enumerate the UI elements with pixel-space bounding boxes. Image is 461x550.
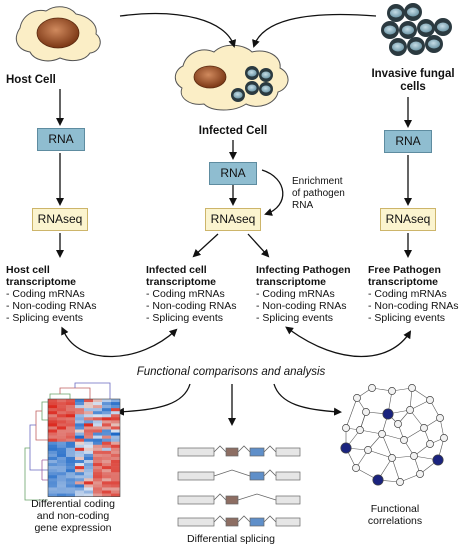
transcriptome-item: - Non-coding RNAs bbox=[368, 300, 459, 312]
transcriptome-item: - Non-coding RNAs bbox=[146, 300, 237, 312]
enrichment-arrow bbox=[261, 169, 284, 216]
network-caption: Functional correlations bbox=[350, 503, 440, 527]
network-caption-line: correlations bbox=[367, 515, 423, 527]
to-heatmap-arrow bbox=[116, 383, 191, 416]
host-to-infected-arrow bbox=[119, 12, 237, 48]
transcriptome-title: Infected cell bbox=[146, 264, 207, 276]
functional-comparisons-label: Functional comparisons and analysis bbox=[136, 366, 326, 378]
comparison-arc-right bbox=[285, 326, 412, 357]
transcriptome-title: transcriptome bbox=[368, 276, 439, 288]
enrichment-note: Enrichment of pathogen RNA bbox=[292, 176, 345, 212]
transcriptome-title: Host cell bbox=[6, 264, 50, 276]
heatmap-icon bbox=[24, 382, 121, 501]
splicing-caption-line: Differential splicing bbox=[187, 533, 275, 545]
splicing-icon bbox=[177, 445, 301, 527]
heatmap-caption-line: Differential coding bbox=[31, 498, 115, 510]
transcriptome-item: - Splicing events bbox=[146, 312, 224, 324]
transcriptome-item: - Splicing events bbox=[368, 312, 446, 324]
network-caption-line: Functional bbox=[370, 503, 420, 515]
transcriptome-title: Free Pathogen bbox=[368, 264, 441, 276]
transcriptome-title: transcriptome bbox=[256, 276, 327, 288]
infected-cell-icon bbox=[174, 44, 289, 111]
infected-cell-label: Infected Cell bbox=[198, 125, 268, 137]
rnaseq-box-infected: RNAseq bbox=[205, 208, 261, 231]
heatmap-caption-line: gene expression bbox=[34, 522, 112, 534]
rna-box-host: RNA bbox=[37, 128, 85, 151]
heatmap-caption: Differential coding and non-coding gene … bbox=[18, 498, 128, 534]
host-transcriptome: Host cell transcriptome - Coding mRNAs -… bbox=[6, 264, 96, 324]
to-network-arrow bbox=[273, 383, 342, 416]
fungal-cells-label-line2: cells bbox=[400, 81, 426, 93]
heatmap-caption-line: and non-coding bbox=[36, 510, 110, 522]
splicing-caption: Differential splicing bbox=[170, 533, 292, 545]
transcriptome-item: - Splicing events bbox=[256, 312, 334, 324]
enrichment-line-3: RNA bbox=[292, 200, 314, 211]
transcriptome-item: - Coding mRNAs bbox=[256, 288, 335, 300]
transcriptome-title: transcriptome bbox=[6, 276, 77, 288]
comparison-arc-left bbox=[61, 326, 178, 358]
fungal-cells-label-line1: Invasive fungal bbox=[371, 68, 455, 80]
host-cell-label: Host Cell bbox=[6, 74, 56, 86]
rna-box-infected: RNA bbox=[209, 162, 257, 185]
rnaseq-to-pathogen-transcriptome-arrow bbox=[247, 233, 270, 258]
transcriptome-item: - Non-coding RNAs bbox=[256, 300, 347, 312]
transcriptome-item: - Coding mRNAs bbox=[146, 288, 225, 300]
network-icon bbox=[340, 384, 448, 486]
transcriptome-title: Infecting Pathogen bbox=[256, 264, 351, 276]
enrichment-line-2: of pathogen bbox=[292, 188, 345, 199]
transcriptome-title: transcriptome bbox=[146, 276, 217, 288]
rnaseq-to-infected-transcriptome-arrow bbox=[192, 233, 219, 258]
rnaseq-box-host: RNAseq bbox=[32, 208, 88, 231]
transcriptome-item: - Coding mRNAs bbox=[368, 288, 447, 300]
enrichment-line-1: Enrichment bbox=[292, 176, 343, 187]
transcriptome-item: - Coding mRNAs bbox=[6, 288, 85, 300]
rna-box-fungal: RNA bbox=[384, 130, 432, 153]
transcriptome-item: - Splicing events bbox=[6, 312, 84, 324]
transcriptome-item: - Non-coding RNAs bbox=[6, 300, 97, 312]
pathogen-transcriptome: Infecting Pathogen transcriptome - Codin… bbox=[256, 264, 351, 324]
fungal-to-infected-arrow bbox=[252, 13, 377, 48]
rnaseq-box-fungal: RNAseq bbox=[380, 208, 436, 231]
infected-transcriptome: Infected cell transcriptome - Coding mRN… bbox=[146, 264, 236, 324]
free-pathogen-transcriptome: Free Pathogen transcriptome - Coding mRN… bbox=[368, 264, 458, 324]
host-cell-icon bbox=[15, 6, 101, 62]
fungal-cells-icon bbox=[381, 3, 452, 56]
